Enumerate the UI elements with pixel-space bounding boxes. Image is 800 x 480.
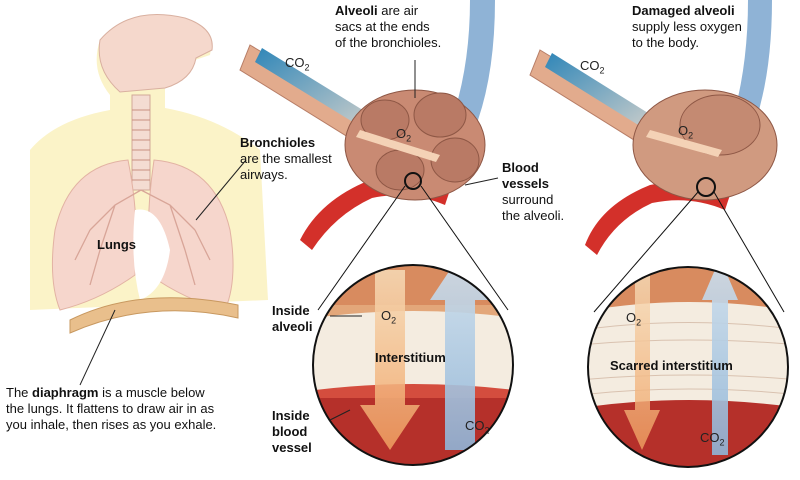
- o2-text: O: [678, 123, 689, 138]
- o2-sub: 2: [636, 317, 642, 328]
- co2-label-middle: CO2: [285, 55, 310, 73]
- o2-arrow-scarred: [624, 275, 660, 450]
- o2-arrow-healthy: [360, 270, 420, 450]
- healthy-alveoli-illustration: [239, 0, 509, 311]
- inside-blood-line3: vessel: [272, 440, 312, 455]
- zoom-marker-left: [404, 172, 422, 190]
- o2-sub: 2: [391, 315, 397, 326]
- inside-alveoli-line2: alveoli: [272, 319, 313, 334]
- co2-label-zoom-left: CO2: [465, 418, 490, 436]
- damaged-line3: to the body.: [632, 35, 699, 50]
- co2-sub: 2: [304, 62, 310, 73]
- zoom-marker-right: [696, 177, 716, 197]
- blood-vessels-pointer: [464, 177, 499, 186]
- bronchioles-line3: airways.: [240, 167, 288, 182]
- inside-alveoli-label: Inside alveoli: [272, 303, 312, 335]
- heart-gap: [133, 209, 170, 300]
- blood-vessels-caption: Blood vessels surround the alveoli.: [502, 160, 564, 224]
- alveoli-line2: sacs at the ends: [335, 19, 430, 34]
- inside-blood-label: Inside blood vessel: [272, 408, 312, 456]
- o2-text: O: [626, 310, 637, 325]
- interstitium-label: Interstitium: [375, 350, 446, 365]
- co2-sub: 2: [484, 425, 490, 436]
- diaphragm-muscle: [69, 297, 239, 334]
- co2-label-right: CO2: [580, 58, 605, 76]
- diaphragm-caption-line2: the lungs. It flattens to draw air in as: [6, 401, 215, 416]
- o2-sub: 2: [688, 130, 694, 141]
- o2-sub: 2: [406, 133, 412, 144]
- damaged-alveoli-caption: Damaged alveoli supply less oxygen to th…: [632, 3, 742, 51]
- bronchioles-term: Bronchioles: [240, 135, 316, 150]
- o2-text: O: [396, 126, 407, 141]
- co2-arrow-scarred: [702, 267, 738, 455]
- healthy-interstitium-zoom: [313, 265, 513, 465]
- lungs-illustration: [30, 14, 268, 386]
- damaged-term: Damaged alveoli: [632, 3, 735, 18]
- diaphragm-caption: The diaphragm is a muscle below the lung…: [6, 385, 256, 433]
- co2-sub: 2: [719, 437, 725, 448]
- o2-label-middle: O2: [396, 126, 411, 144]
- alveoli-o2-arrow: [356, 130, 440, 162]
- co2-arrow-healthy: [430, 265, 490, 450]
- blood-vessel-blue: [455, 0, 495, 120]
- blood-line3: surround: [502, 192, 554, 207]
- co2-text: CO: [580, 58, 600, 73]
- co2-text: CO: [285, 55, 305, 70]
- head-profile: [98, 14, 213, 93]
- o2-text: O: [381, 308, 392, 323]
- scarred-interstitium-label: Scarred interstitium: [610, 358, 733, 373]
- o2-label-zoom-left: O2: [381, 308, 396, 326]
- inside-alveoli-line1: Inside: [272, 303, 310, 318]
- damaged-line2: supply less oxygen: [632, 19, 742, 34]
- alveoli-post: are air: [377, 3, 419, 18]
- diaphragm-caption-post: is a muscle below: [98, 385, 205, 400]
- bronchioles-line2: are the smallest: [240, 151, 332, 166]
- o2-label-right: O2: [678, 123, 693, 141]
- blood-term-1: Blood: [502, 160, 539, 175]
- co2-label-zoom-right: CO2: [700, 430, 725, 448]
- trachea-rings: [132, 109, 150, 181]
- diaphragm-pointer: [79, 309, 116, 386]
- blood-line4: the alveoli.: [502, 208, 565, 223]
- o2-label-zoom-right: O2: [626, 310, 641, 328]
- blood-term-2: vessels: [502, 176, 549, 191]
- inside-blood-line2: blood: [272, 424, 308, 439]
- diaphragm-caption-line3: you inhale, then rises as you exhale.: [6, 417, 217, 432]
- co2-text: CO: [465, 418, 485, 433]
- lungs-label: Lungs: [97, 237, 136, 252]
- damaged-alveoli-illustration: [529, 0, 785, 313]
- inside-blood-pointer: [329, 409, 351, 421]
- trachea: [131, 94, 151, 191]
- co2-text: CO: [700, 430, 720, 445]
- diaphragm-term: diaphragm: [32, 385, 99, 400]
- alveoli-term: Alveoli: [335, 3, 378, 18]
- inside-blood-line1: Inside: [272, 408, 310, 423]
- co2-sub: 2: [599, 65, 605, 76]
- diaphragm-caption-pre: The: [6, 385, 33, 400]
- alveoli-line3: of the bronchioles.: [335, 35, 442, 50]
- bronchioles-pointer: [195, 159, 247, 221]
- bronchioles-caption: Bronchioles are the smallest airways.: [240, 135, 332, 183]
- bronchial-tree: [74, 189, 211, 286]
- alveoli-caption: Alveoli are air sacs at the ends of the …: [335, 3, 441, 51]
